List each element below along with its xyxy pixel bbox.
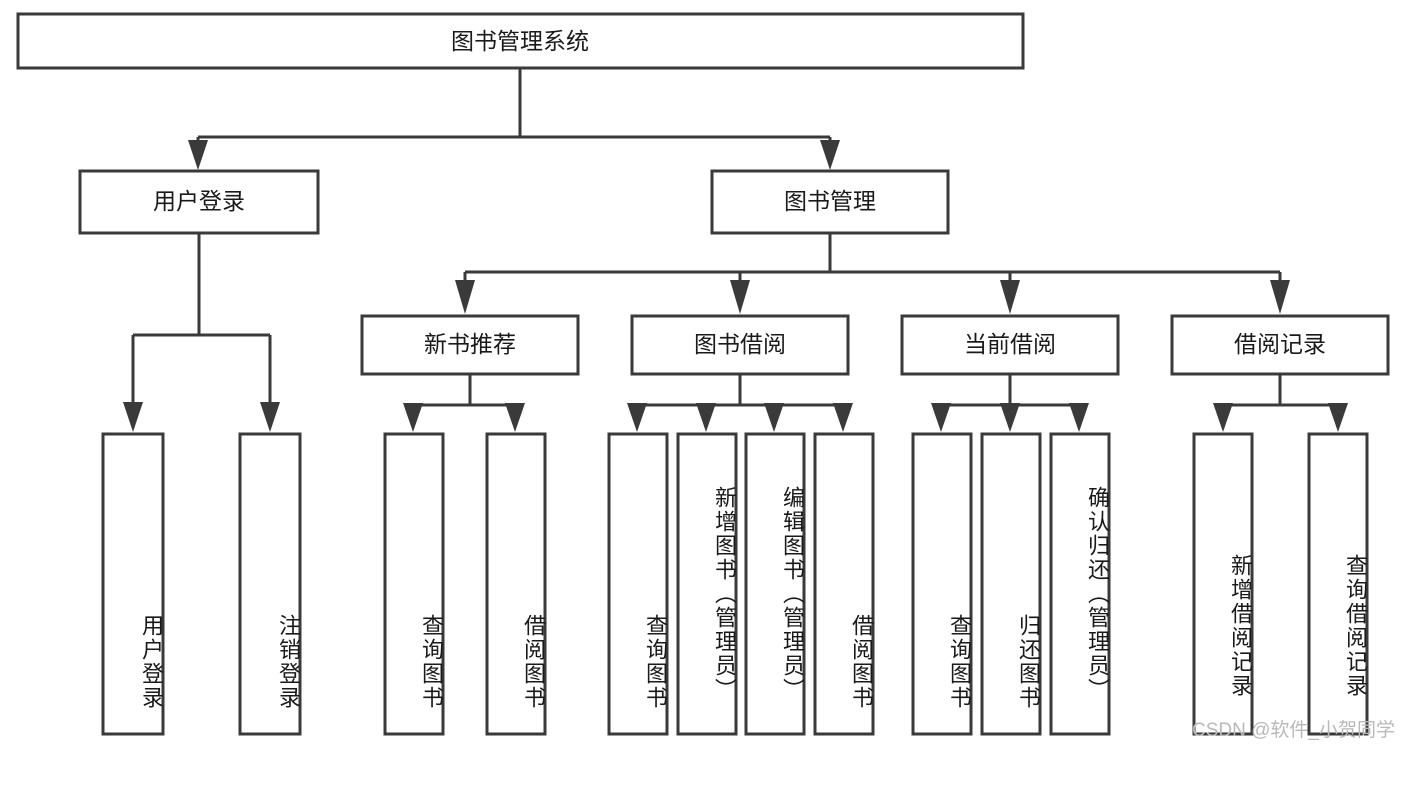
leaf-borrow-book-2-box[interactable] [813,432,875,736]
leaf-confirm-return-box[interactable] [1049,432,1111,736]
leaf-query-book-3-label: 查询图书 [947,614,972,710]
leaf-query-book-3-box[interactable] [911,432,973,736]
arrow-current-borrow [1000,280,1020,314]
arrow-leaf-user-login [123,402,143,432]
leaf-logout-login-label: 注销登录 [276,614,301,710]
arrow-leaf-query-book-1 [403,403,423,432]
leaf-add-book-box[interactable] [676,432,738,736]
leaf-user-login-label: 用户登录 [139,614,164,710]
leaf-return-book-box[interactable] [980,432,1042,736]
leaf-query-book-2-box[interactable] [607,432,669,736]
leaf-logout-login-box[interactable] [238,432,302,736]
node-user-login[interactable]: 用户登录 [78,169,320,235]
leaf-query-record-box[interactable] [1307,432,1369,736]
root-box[interactable] [16,12,1025,70]
node-book-borrow[interactable]: 图书借阅 [630,314,850,376]
leaf-add-book-label: 新增图书（管理员） [712,486,737,702]
leaf-add-record-box[interactable] [1192,432,1254,736]
arrow-leaf-edit-book [764,403,784,432]
current-borrow-box[interactable] [900,314,1120,376]
node-current-borrow[interactable]: 当前借阅 [900,314,1120,376]
arrow-leaf-add-book [696,403,716,432]
arrow-leaf-confirm-return [1069,403,1089,432]
current-borrow-label: 当前借阅 [964,331,1056,357]
user-login-label: 用户登录 [153,188,245,214]
leaf-query-book-1-box[interactable] [383,432,445,736]
leaf-borrow-book-1-box[interactable] [485,432,547,736]
new-book-recommend-label: 新书推荐 [424,331,516,357]
leaf-user-login-box[interactable] [101,432,165,736]
leaf-borrow-book-2-label: 借阅图书 [849,614,874,710]
arrow-leaf-borrow-book-2 [833,403,853,432]
flowchart-svg: 图书管理系统 用户登录 图书管理 [16,12,1390,736]
leaf-query-book-2-label: 查询图书 [643,614,668,710]
leaf-edit-book-box[interactable] [744,432,806,736]
leaf-query-book-1-label: 查询图书 [419,614,444,710]
node-borrow-record[interactable]: 借阅记录 [1170,314,1390,376]
arrow-leaf-borrow-book-1 [505,403,525,432]
arrow-book-manage [820,140,840,170]
new-book-recommend-box[interactable] [360,314,580,376]
borrow-record-label: 借阅记录 [1234,331,1326,357]
diagram-canvas: 图书管理系统 用户登录 图书管理 [16,12,1395,741]
book-borrow-label: 图书借阅 [694,331,786,357]
book-manage-label: 图书管理 [784,188,876,214]
watermark-text: CSDN @软件_小贺同学 [1192,720,1395,741]
arrow-new-book-recommend [455,280,475,314]
arrow-user-login [188,140,208,170]
arrow-leaf-query-book-3 [931,403,951,432]
book-borrow-box[interactable] [630,314,850,376]
arrow-borrow-record [1270,280,1290,314]
arrow-leaf-return-book [1000,403,1020,432]
leaf-confirm-return-label: 确认归还（管理员） [1085,486,1110,702]
arrow-leaf-add-record [1213,403,1233,432]
node-book-manage[interactable]: 图书管理 [710,169,950,235]
arrow-leaf-query-book-2 [627,403,647,432]
node-new-book-recommend[interactable]: 新书推荐 [360,314,580,376]
leaf-query-record-label: 查询借阅记录 [1343,554,1368,698]
node-root[interactable]: 图书管理系统 [16,12,1025,70]
root-label: 图书管理系统 [451,28,589,54]
leaf-return-book-label: 归还图书 [1016,614,1041,710]
arrow-book-borrow [730,280,750,314]
arrow-leaf-query-record [1328,403,1348,432]
leaf-borrow-book-1-label: 借阅图书 [521,614,546,710]
arrow-leaf-logout-login [260,402,280,432]
leaf-edit-book-label: 编辑图书（管理员） [780,486,805,702]
leaf-add-record-label: 新增借阅记录 [1228,554,1253,698]
